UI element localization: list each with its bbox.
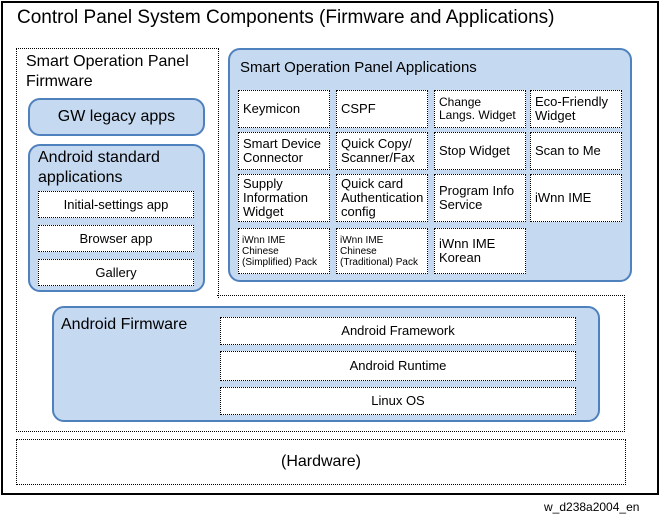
cell-text: Information xyxy=(243,190,309,205)
android-standard-title: Android standard applications xyxy=(38,148,160,188)
cell-text: Service xyxy=(439,197,483,212)
layer-android-framework: Android Framework xyxy=(220,317,576,345)
cell-text: Scanner/Fax xyxy=(341,150,415,165)
cell-text: Connector xyxy=(243,150,303,165)
outer-frame xyxy=(1,1,659,495)
cell-text: Eco-Friendly xyxy=(535,94,608,109)
cell-text: Korean xyxy=(439,250,481,265)
cell-text: Quick card xyxy=(341,176,404,191)
cell-text: config xyxy=(341,204,376,219)
app-cell-cspf: CSPF xyxy=(336,90,428,128)
initial-settings-app: Initial-settings app xyxy=(38,191,194,218)
gallery-app: Gallery xyxy=(38,259,194,286)
app-cell-keymicon: Keymicon xyxy=(238,90,330,128)
cell-text: Stop Widget xyxy=(439,143,510,158)
android-standard-title-line2: applications xyxy=(38,169,123,186)
app-cell-change-langs-widget: Change Langs. Widget xyxy=(434,90,526,128)
cell-text: iWnn IME xyxy=(535,190,592,205)
cell-text: Quick Copy/ xyxy=(341,136,412,151)
gallery-app-label: Gallery xyxy=(95,264,137,280)
applications-panel-title: Smart Operation Panel Applications xyxy=(240,59,477,76)
diagram-title: Control Panel System Components (Firmwar… xyxy=(17,7,555,28)
layer-linux-os: Linux OS xyxy=(220,387,576,415)
app-cell-program-info-service: Program Info Service xyxy=(434,174,526,222)
app-cell-smart-device-connector: Smart Device Connector xyxy=(238,132,330,170)
app-cell-iwnn-ime-chinese-simplified: iWnn IME Chinese (Simplified) Pack xyxy=(238,228,330,274)
cell-text: Program Info xyxy=(439,183,515,198)
hardware-label: (Hardware) xyxy=(280,453,361,470)
cell-text: Scan to Me xyxy=(535,143,601,158)
cell-text: Supply xyxy=(243,176,283,191)
initial-settings-app-label: Initial-settings app xyxy=(63,196,169,212)
cell-text: Widget xyxy=(535,108,576,123)
cell-text: Change xyxy=(439,95,482,109)
cell-text: iWnn IME xyxy=(439,236,496,251)
app-cell-eco-friendly-widget: Eco-Friendly Widget xyxy=(530,90,622,128)
gw-legacy-apps-label: GW legacy apps xyxy=(57,108,176,125)
app-cell-scan-to-me: Scan to Me xyxy=(530,132,622,170)
gw-legacy-apps-box: GW legacy apps xyxy=(28,98,205,136)
android-standard-title-line1: Android standard xyxy=(38,149,160,166)
browser-app: Browser app xyxy=(38,225,194,252)
app-cell-iwnn-ime-chinese-traditional: iWnn IME Chinese (Traditional) Pack xyxy=(336,228,428,274)
figure-id: w_d238a2004_en xyxy=(544,500,640,514)
cell-text: Chinese xyxy=(242,245,279,257)
app-cell-stop-widget: Stop Widget xyxy=(434,132,526,170)
hardware-box: (Hardware) xyxy=(16,439,626,485)
browser-app-label: Browser app xyxy=(79,230,153,246)
app-cell-iwnn-ime: iWnn IME xyxy=(530,174,622,222)
cell-text: Widget xyxy=(243,204,284,219)
app-cell-iwnn-ime-korean: iWnn IME Korean xyxy=(434,228,526,274)
firmware-region-lower xyxy=(16,295,625,432)
firmware-title-line1: Smart Operation Panel xyxy=(26,53,189,70)
android-firmware-title: Android Firmware xyxy=(61,316,188,333)
cell-text: iWnn IME xyxy=(340,234,384,246)
cell-text: (Traditional) Pack xyxy=(340,256,418,268)
firmware-region-upper xyxy=(16,48,219,298)
app-cell-quick-copy-scanner-fax: Quick Copy/ Scanner/Fax xyxy=(336,132,428,170)
android-standard-apps-panel: Android standard applications Initial-se… xyxy=(28,144,205,292)
cell-text: Chinese xyxy=(340,245,377,257)
cell-text: Smart Device xyxy=(243,136,322,151)
firmware-title: Smart Operation Panel Firmware xyxy=(26,52,189,92)
layer-label: Android Framework xyxy=(341,323,455,338)
cell-text: (Simplified) Pack xyxy=(242,256,318,268)
app-cell-quick-card-authentication-config: Quick card Authentication config xyxy=(336,174,428,222)
firmware-title-line2: Firmware xyxy=(26,73,93,90)
cell-text: Authentication xyxy=(341,190,424,205)
app-cell-supply-information-widget: Supply Information Widget xyxy=(238,174,330,222)
cell-text: CSPF xyxy=(341,101,376,116)
layer-label: Android Runtime xyxy=(349,358,447,373)
cell-text: Keymicon xyxy=(243,101,301,116)
layer-android-runtime: Android Runtime xyxy=(220,351,576,381)
layer-label: Linux OS xyxy=(371,393,425,408)
cell-text: Langs. Widget xyxy=(439,108,516,122)
cell-text: iWnn IME xyxy=(242,234,286,246)
firmware-region-edge xyxy=(217,295,625,296)
